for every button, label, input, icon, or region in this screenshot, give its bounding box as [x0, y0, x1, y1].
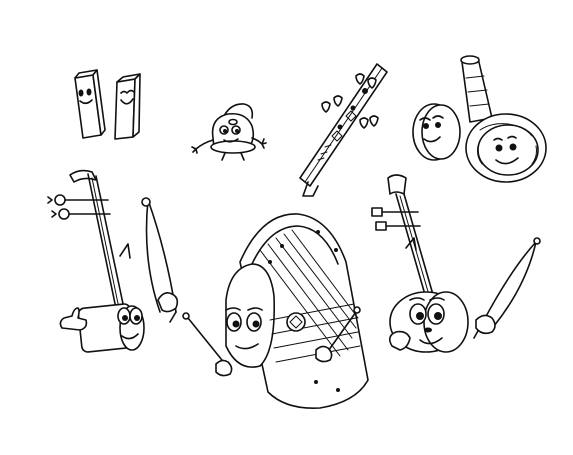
- drum-and-horn-icon: [412, 55, 547, 183]
- zither-harp-icon: [182, 213, 369, 409]
- small-bell-icon: [191, 103, 267, 161]
- round-body-fiddle-with-bow-icon: [371, 174, 541, 353]
- wooden-clapper-blocks-icon: [74, 69, 141, 140]
- two-string-fiddle-with-bow-icon: [47, 169, 179, 353]
- bamboo-flute-icon: [299, 63, 388, 197]
